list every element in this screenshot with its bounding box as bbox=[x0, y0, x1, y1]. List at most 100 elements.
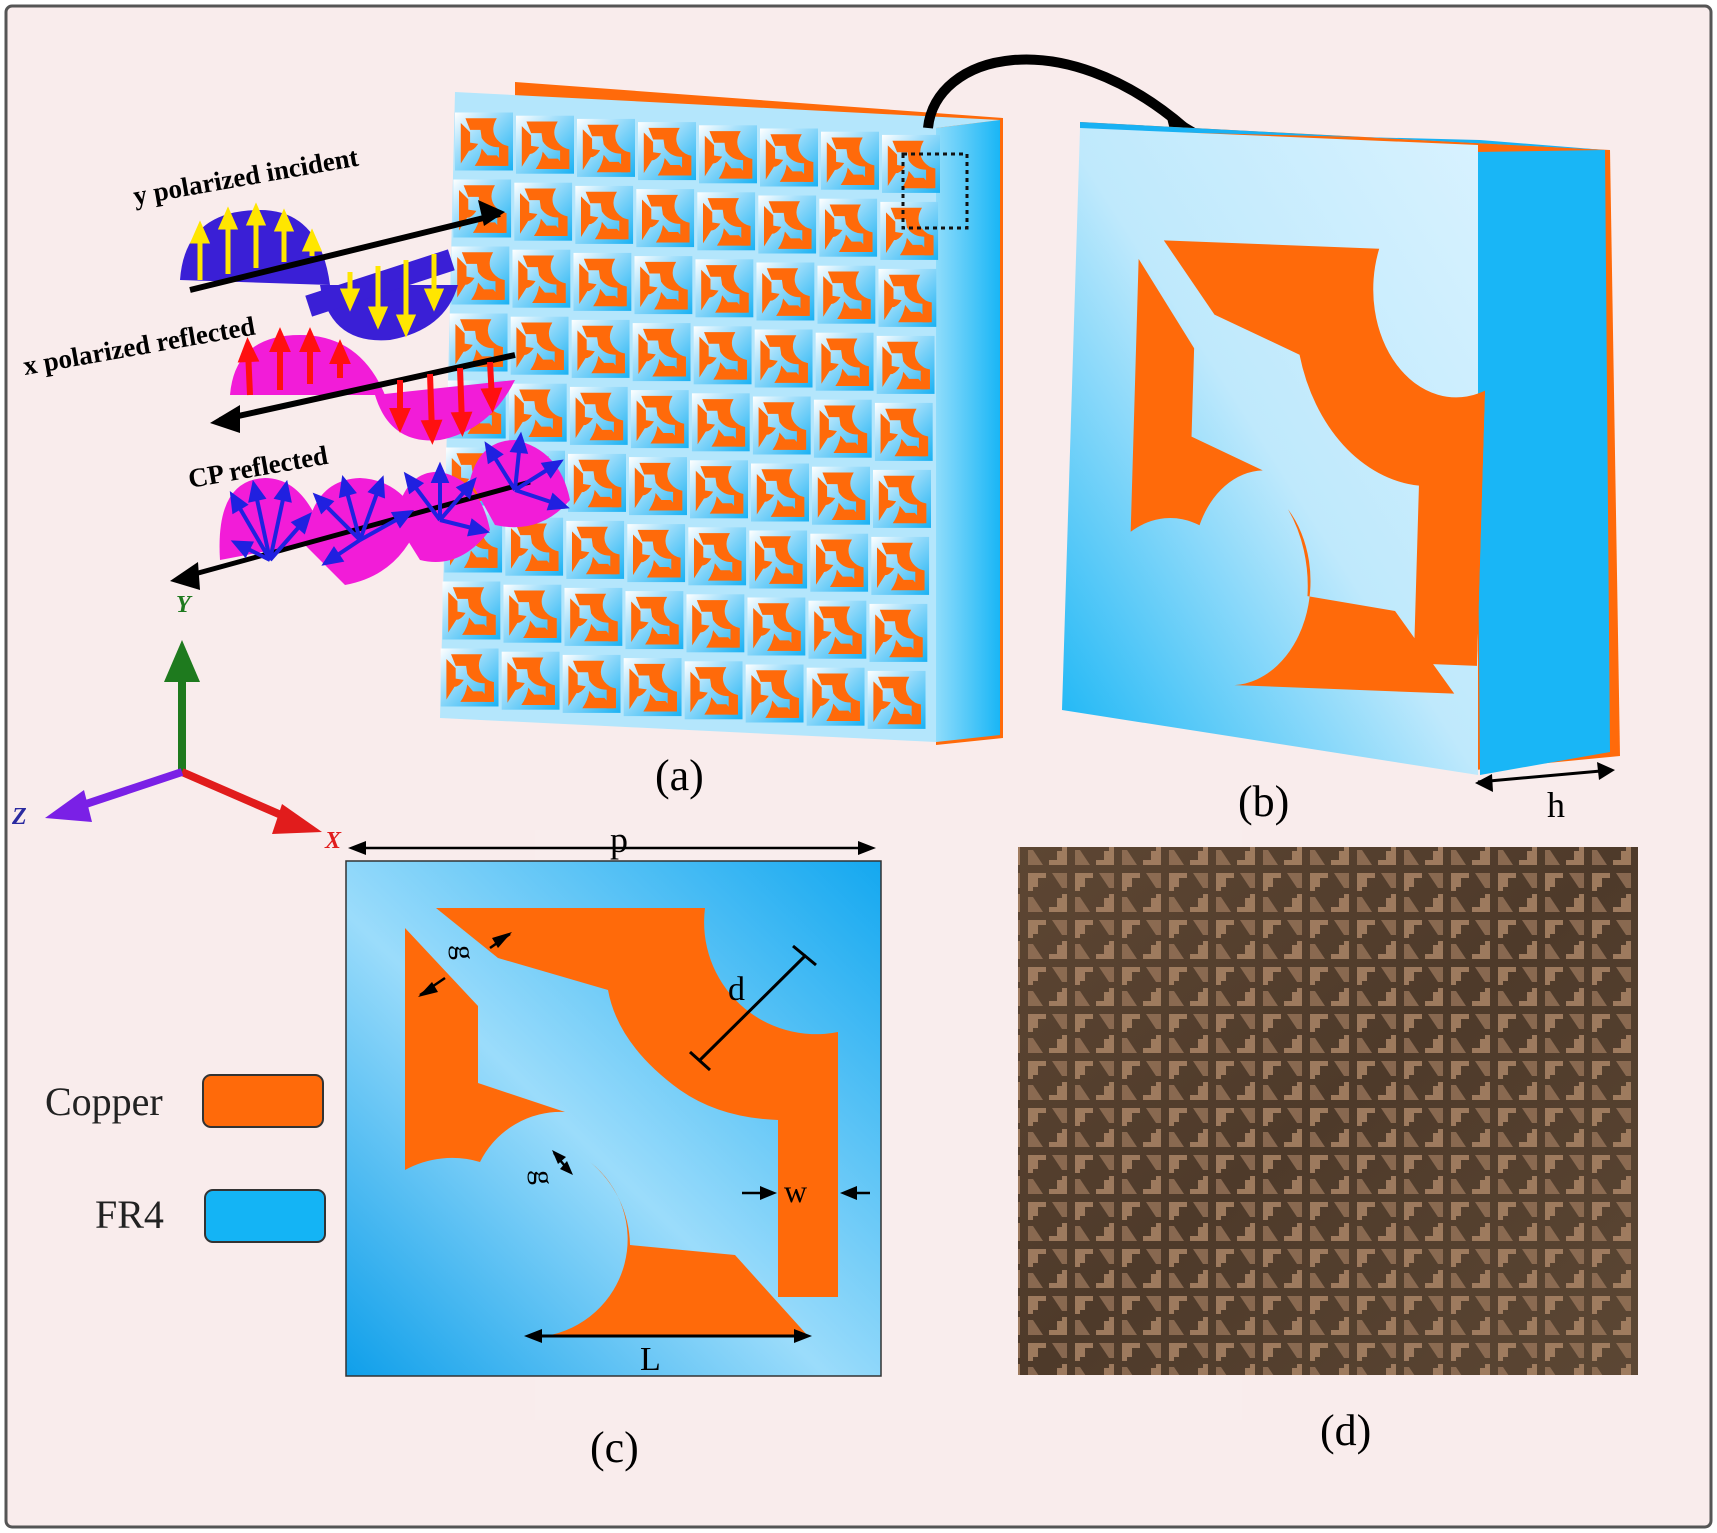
array-unit-cell bbox=[808, 600, 867, 659]
field-arrow-head bbox=[269, 327, 291, 352]
field-arrow-head bbox=[455, 477, 477, 500]
field-arrow-head bbox=[237, 337, 260, 363]
array-unit-cell bbox=[562, 654, 621, 713]
array-unit-cell bbox=[638, 122, 696, 181]
array-unit-cell bbox=[627, 524, 686, 583]
panel-d-label: (d) bbox=[1320, 1406, 1371, 1455]
array-unit-cell bbox=[813, 399, 872, 458]
field-arrow-head bbox=[299, 327, 321, 352]
selected-unit-cell-marker bbox=[901, 152, 969, 230]
array-unit-cell bbox=[684, 661, 743, 720]
dim-w-label: w bbox=[784, 1173, 807, 1209]
field-arrow bbox=[253, 489, 272, 561]
array-unit-cell bbox=[758, 195, 817, 254]
legend-fr4-swatch bbox=[204, 1189, 326, 1243]
array-unit-cell bbox=[806, 667, 865, 726]
array-unit-cell bbox=[516, 115, 574, 174]
panel-a-label: (a) bbox=[655, 751, 704, 800]
field-arrow-head bbox=[480, 387, 503, 413]
array-unit-cell bbox=[573, 252, 632, 311]
field-arrow-head bbox=[338, 474, 357, 499]
field-arrow-head bbox=[245, 202, 267, 226]
array-unit-cell bbox=[699, 125, 757, 184]
panel-b-unit-cell-3d bbox=[1062, 122, 1620, 792]
array-unit-cell bbox=[577, 118, 635, 177]
array-unit-cell bbox=[564, 587, 623, 646]
field-arrow bbox=[233, 498, 272, 562]
field-arrow-head bbox=[467, 518, 491, 537]
array-unit-cell bbox=[821, 131, 879, 190]
field-arrow-head bbox=[509, 431, 529, 454]
field-arrow-head bbox=[217, 206, 239, 230]
field-arrow-head bbox=[230, 540, 255, 559]
array-unit-cell bbox=[756, 262, 815, 321]
array-unit-cell bbox=[697, 192, 756, 251]
array-unit-cell bbox=[690, 460, 748, 519]
field-arrow-head bbox=[301, 228, 323, 252]
field-arrow-head bbox=[420, 419, 443, 445]
array-unit-cell bbox=[440, 648, 499, 707]
array-unit-cell bbox=[869, 603, 928, 662]
field-arrow-head bbox=[189, 220, 211, 244]
field-arrow-head bbox=[329, 339, 351, 364]
axis-y-label: Y bbox=[176, 592, 193, 618]
field-arrow-head bbox=[450, 411, 473, 437]
field-arrow-head bbox=[248, 479, 267, 503]
field-arrow-head bbox=[273, 208, 295, 232]
panel-a-array bbox=[440, 82, 1003, 745]
array-unit-cell bbox=[693, 326, 752, 385]
array-unit-cell bbox=[745, 664, 804, 723]
array-unit-cell bbox=[695, 259, 754, 318]
field-arrow-head bbox=[390, 509, 415, 529]
field-arrow-head bbox=[312, 492, 335, 515]
array-unit-cell bbox=[688, 527, 747, 586]
array-unit-cell bbox=[747, 597, 806, 656]
array-unit-cell bbox=[625, 591, 684, 650]
dim-L-label: L bbox=[640, 1341, 661, 1378]
legend-fr4-label: FR4 bbox=[95, 1192, 164, 1237]
field-arrow-head bbox=[229, 491, 249, 515]
array-unit-cell bbox=[812, 466, 870, 525]
dim-h-label: h bbox=[1547, 785, 1565, 825]
field-arrow bbox=[268, 489, 287, 561]
array-unit-cell bbox=[501, 651, 560, 710]
array-unit-cell bbox=[876, 335, 935, 394]
field-arrow-head bbox=[367, 306, 389, 330]
array-unit-cell bbox=[815, 332, 874, 391]
array-unit-cell bbox=[752, 396, 811, 455]
field-arrow-head bbox=[540, 459, 564, 479]
array-unit-cell bbox=[810, 533, 869, 592]
field-arrow-head bbox=[430, 461, 450, 483]
array-unit-cell bbox=[749, 530, 808, 589]
legend-copper-swatch bbox=[202, 1074, 324, 1128]
array-unit-cell bbox=[634, 256, 693, 315]
array-unit-cell bbox=[568, 453, 626, 512]
array-unit-cell bbox=[686, 594, 745, 653]
array-unit-cell bbox=[569, 386, 628, 445]
dim-g-top-label: g bbox=[448, 945, 481, 960]
legend-copper-label: Copper bbox=[45, 1079, 163, 1124]
coordinate-axes bbox=[45, 640, 322, 834]
array-unit-cell bbox=[575, 185, 634, 244]
field-arrow-head bbox=[290, 512, 312, 535]
field-arrow-head bbox=[395, 314, 417, 338]
array-unit-cell bbox=[754, 329, 813, 388]
dim-g-mid-label: g bbox=[527, 1170, 560, 1185]
array-unit-cell bbox=[455, 112, 513, 171]
array-unit-cell bbox=[751, 463, 809, 522]
x-reflected-wave bbox=[210, 327, 516, 445]
array-unit-cell bbox=[817, 265, 876, 324]
array-unit-cell bbox=[510, 316, 569, 375]
array-unit-cell bbox=[819, 198, 878, 257]
array-unit-cell bbox=[629, 457, 687, 516]
array-unit-cell bbox=[508, 383, 567, 442]
dim-d-label: d bbox=[728, 971, 745, 1008]
field-arrow-head bbox=[423, 288, 445, 312]
array-unit-cell bbox=[882, 134, 940, 193]
array-unit-cell bbox=[442, 581, 501, 640]
field-arrow-head bbox=[273, 479, 292, 503]
legend: Copper FR4 bbox=[45, 1074, 326, 1243]
incident-wave bbox=[180, 200, 505, 341]
array-unit-cell bbox=[691, 393, 750, 452]
array-unit-cell bbox=[867, 670, 926, 729]
